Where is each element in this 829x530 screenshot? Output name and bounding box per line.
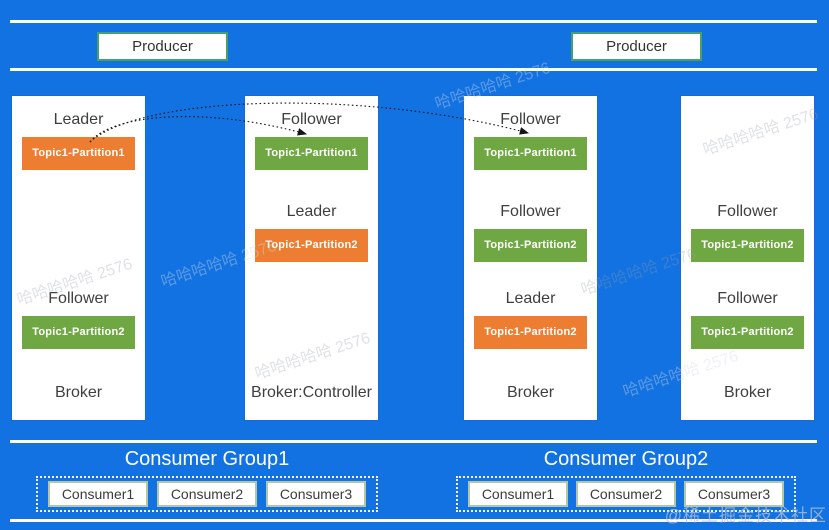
partition-slot: Follower Topic1-Partition2 <box>691 200 804 262</box>
producer-separator-line <box>10 68 817 71</box>
broker-consumer-separator-line <box>10 440 817 443</box>
partition-box-follower: Topic1-Partition2 <box>691 229 804 262</box>
consumer-node: Consumer3 <box>684 481 784 507</box>
partition-box-follower: Topic1-Partition2 <box>22 316 135 349</box>
consumer-node: Consumer1 <box>468 481 568 507</box>
consumer-group2-box: Consumer1 Consumer2 Consumer3 <box>456 476 796 512</box>
partition-box-follower: Topic1-Partition2 <box>474 229 587 262</box>
role-label: Follower <box>500 111 561 128</box>
producer-label: Producer <box>606 38 667 55</box>
broker-name-label: Broker:Controller <box>251 384 372 401</box>
broker-node-4: Follower Topic1-Partition2 Follower Topi… <box>681 96 814 420</box>
producer-label: Producer <box>132 38 193 55</box>
partition-box-leader: Topic1-Partition1 <box>22 137 135 170</box>
partition-box-follower: Topic1-Partition1 <box>255 137 368 170</box>
consumer-node: Consumer1 <box>48 481 148 507</box>
broker-node-2: Follower Topic1-Partition1 Leader Topic1… <box>245 96 378 420</box>
top-separator-line <box>10 20 817 23</box>
partition-slot: Follower Topic1-Partition1 <box>255 108 368 170</box>
broker-name-label: Broker <box>506 384 555 401</box>
broker-node-3: Follower Topic1-Partition1 Follower Topi… <box>464 96 597 420</box>
partition-slot: Follower Topic1-Partition2 <box>691 287 804 349</box>
role-label: Follower <box>500 203 561 220</box>
consumer-node: Consumer2 <box>576 481 676 507</box>
role-label: Follower <box>717 203 778 220</box>
role-label: Follower <box>717 290 778 307</box>
bottom-separator-line <box>10 519 817 522</box>
role-label: Leader <box>286 203 337 220</box>
producer-node-2: Producer <box>571 32 702 61</box>
broker-name-label: Broker <box>723 384 772 401</box>
consumer-node: Consumer3 <box>266 481 366 507</box>
partition-slot: Follower Topic1-Partition2 <box>474 200 587 262</box>
partition-slot: Follower Topic1-Partition2 <box>22 287 135 349</box>
partition-box-follower: Topic1-Partition1 <box>474 137 587 170</box>
partition-slot: Follower Topic1-Partition1 <box>474 108 587 170</box>
partition-slot: Leader Topic1-Partition1 <box>22 108 135 170</box>
role-label: Leader <box>53 111 104 128</box>
partition-slot: Leader Topic1-Partition2 <box>474 287 587 349</box>
partition-box-leader: Topic1-Partition2 <box>474 316 587 349</box>
consumer-node: Consumer2 <box>157 481 257 507</box>
broker-node-1: Leader Topic1-Partition1 Follower Topic1… <box>12 96 145 420</box>
role-label: Leader <box>505 290 556 307</box>
broker-name-label: Broker <box>54 384 103 401</box>
partition-box-follower: Topic1-Partition2 <box>691 316 804 349</box>
role-label: Follower <box>48 290 109 307</box>
consumer-group2-title: Consumer Group2 <box>543 448 709 470</box>
consumer-group1-box: Consumer1 Consumer2 Consumer3 <box>36 476 378 512</box>
consumer-group1-title: Consumer Group1 <box>124 448 290 470</box>
role-label: Follower <box>281 111 342 128</box>
producer-node-1: Producer <box>97 32 228 61</box>
partition-slot: Leader Topic1-Partition2 <box>255 200 368 262</box>
partition-box-leader: Topic1-Partition2 <box>255 229 368 262</box>
